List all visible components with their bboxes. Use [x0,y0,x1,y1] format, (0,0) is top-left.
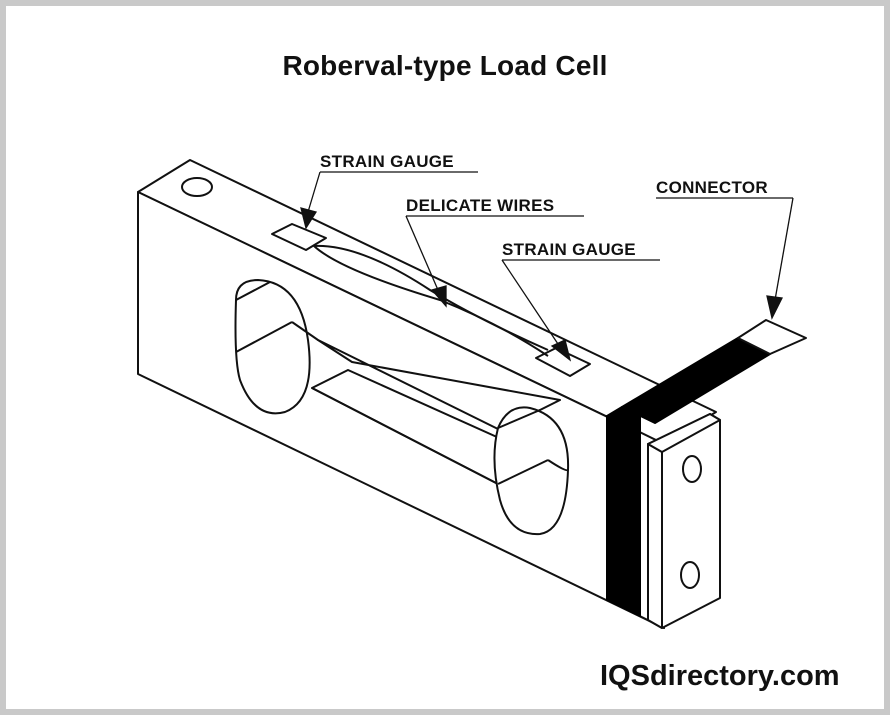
mount-hole-top [181,177,213,197]
cutout-right [493,406,570,536]
arrow-connector [766,295,783,320]
label-delicate-wires: DELICATE WIRES [406,196,554,215]
label-strain-gauge-2: STRAIN GAUGE [502,240,636,259]
end-cap-top [647,413,721,453]
arrow-delicate-wires [430,285,447,308]
cutout-left [234,279,311,415]
brand-watermark: IQSdirectory.com [600,660,840,692]
leader-strain-gauge-1 [307,171,321,213]
end-cap-side [647,443,663,629]
leader-strain-gauge-2 [501,259,559,345]
mount-band [606,406,641,617]
label-strain-gauge-1: STRAIN GAUGE [320,152,454,171]
strain-gauge-right [535,347,591,377]
label-connector: CONNECTOR [656,178,768,197]
leader-connector [774,197,794,301]
strain-gauge-left [271,223,327,251]
end-cap-hole-upper [682,455,702,483]
connector-tip [737,319,807,355]
arrow-strain-gauge-2 [550,339,572,362]
leader-delicate-wires [405,215,439,291]
inner-channel-top [317,339,561,431]
diagram-title: Roberval-type Load Cell [282,50,608,81]
arrow-strain-gauge-1 [300,207,318,230]
end-cap-hole-lower [680,561,700,589]
